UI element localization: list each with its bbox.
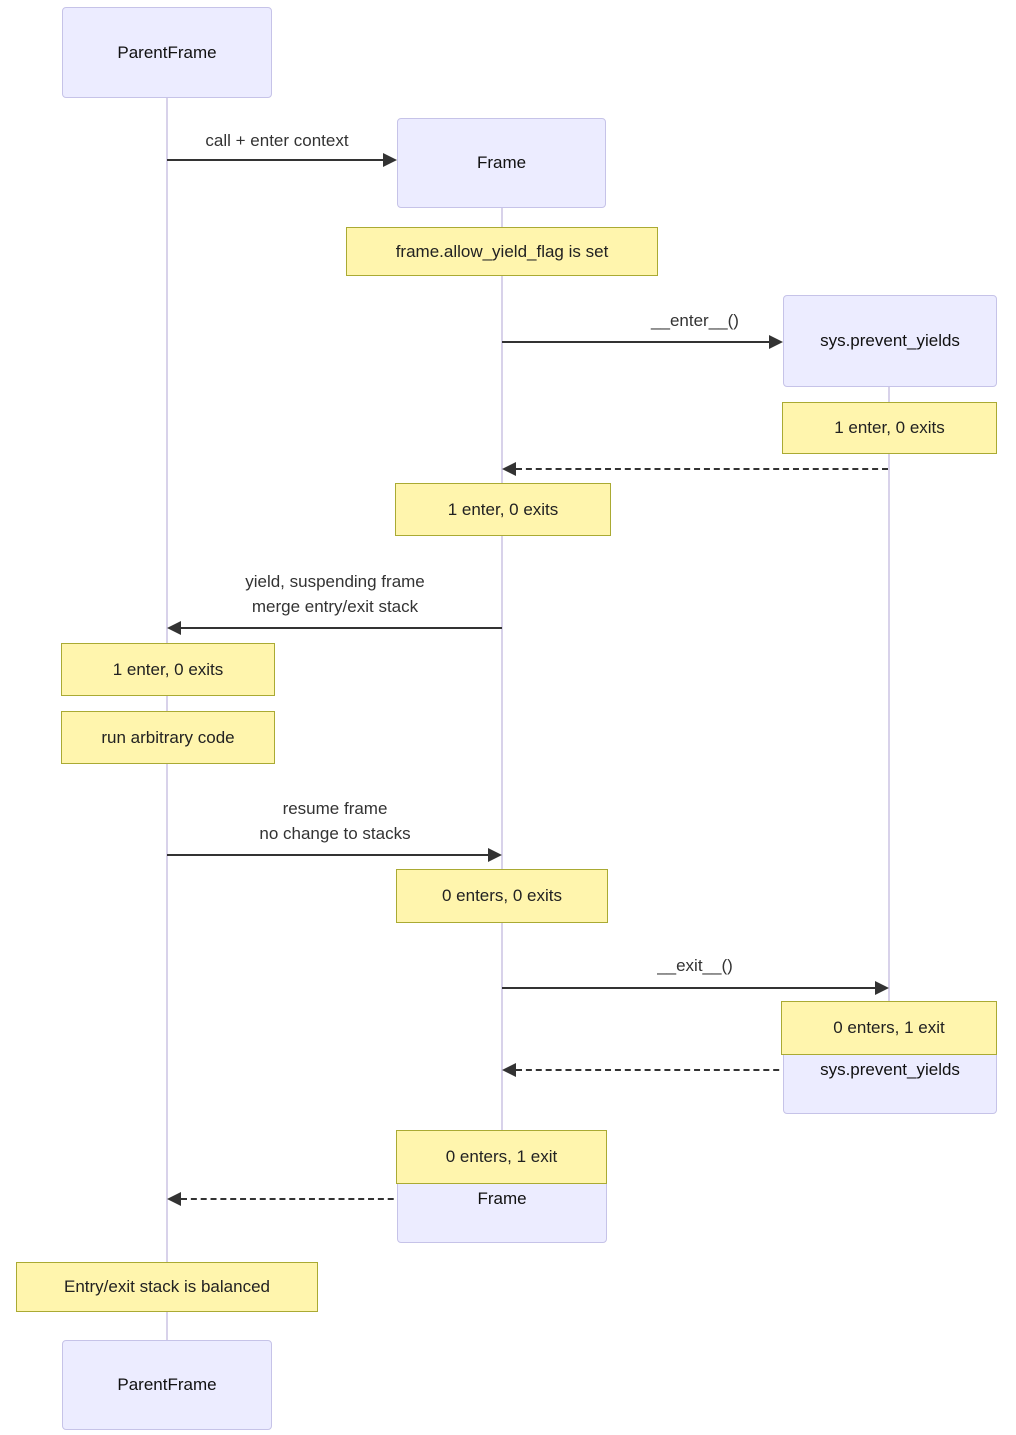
note-run-arbitrary-code: run arbitrary code: [61, 711, 275, 764]
participant-frame-bottom: Frame: [397, 1177, 607, 1243]
arrowhead-left-icon: [502, 462, 516, 476]
arrowhead-right-icon: [383, 153, 397, 167]
participant-parentframe-top: ParentFrame: [62, 7, 272, 98]
message-resume-label-line1: resume frame: [282, 799, 388, 818]
note-frame-after-enter: 1 enter, 0 exits: [395, 483, 611, 536]
message-exit-line: [502, 987, 875, 989]
participant-parentframe-bottom: ParentFrame: [62, 1340, 272, 1430]
participant-label: Frame: [477, 1189, 527, 1208]
lifeline-frame: [501, 208, 503, 1177]
note-sys-after-exit: 0 enters, 1 exit: [781, 1001, 997, 1055]
message-yield-label-line2: merge entry/exit stack: [251, 597, 419, 616]
message-exit-return-line: [516, 1069, 888, 1071]
note-allow-yield-flag: frame.allow_yield_flag is set: [346, 227, 658, 276]
message-enter-return-line: [516, 468, 888, 470]
participant-label: sys.prevent_yields: [820, 1060, 960, 1079]
message-exit-label: __exit__(): [657, 956, 733, 975]
message-resume-line: [167, 854, 488, 856]
message-enter-line: [502, 341, 770, 343]
message-yield-line: [181, 627, 502, 629]
arrowhead-left-icon: [167, 621, 181, 635]
participant-label: Frame: [476, 153, 527, 172]
arrowhead-right-icon: [488, 848, 502, 862]
arrowhead-right-icon: [875, 981, 889, 995]
note-sys-after-enter: 1 enter, 0 exits: [782, 402, 997, 454]
note-frame-after-exit: 0 enters, 1 exit: [396, 1130, 607, 1184]
participant-sys-prevent-yields-bottom: sys.prevent_yields: [783, 1048, 997, 1114]
message-yield-label-line1: yield, suspending frame: [245, 572, 425, 591]
message-call-enter-context-line: [167, 159, 384, 161]
message-frame-return-line: [181, 1198, 502, 1200]
note-frame-after-resume: 0 enters, 0 exits: [396, 869, 608, 923]
note-stack-balanced: Entry/exit stack is balanced: [16, 1262, 318, 1312]
lifeline-sys-prevent-yields: [888, 387, 890, 1048]
message-resume-label-line2: no change to stacks: [259, 824, 411, 843]
arrowhead-left-icon: [167, 1192, 181, 1206]
arrowhead-right-icon: [769, 335, 783, 349]
participant-sys-prevent-yields-top: sys.prevent_yields: [783, 295, 997, 387]
arrowhead-left-icon: [502, 1063, 516, 1077]
message-call-enter-context-label: call + enter context: [205, 131, 349, 150]
participant-label: sys.prevent_yields: [820, 331, 960, 350]
participant-frame-top: Frame: [397, 118, 606, 208]
message-enter-label: __enter__(): [651, 311, 739, 330]
participant-label: ParentFrame: [117, 42, 217, 62]
participant-label: ParentFrame: [117, 1375, 217, 1394]
note-parentframe-after-yield: 1 enter, 0 exits: [61, 643, 275, 696]
